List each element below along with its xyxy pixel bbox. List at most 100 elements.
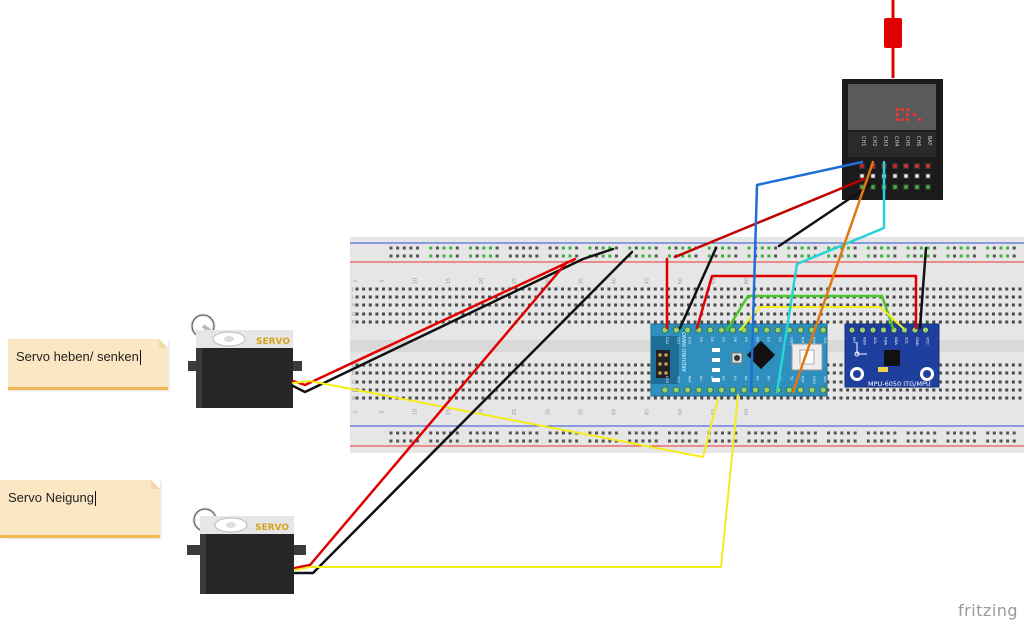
breadboard-hole [932, 396, 936, 400]
breadboard-hole [953, 431, 957, 435]
breadboard-hole [409, 254, 413, 258]
breadboard-hole [892, 287, 896, 291]
breadboard-hole [428, 380, 432, 384]
breadboard-hole [362, 312, 366, 316]
breadboard-hole [488, 320, 492, 324]
column-number: 35 [578, 278, 584, 284]
breadboard-hole [574, 380, 578, 384]
breadboard-hole [958, 380, 962, 384]
breadboard-hole [601, 246, 605, 250]
breadboard-hole [958, 287, 962, 291]
breadboard-hole [428, 312, 432, 316]
breadboard-hole [991, 371, 995, 375]
breadboard-hole [614, 380, 618, 384]
breadboard-hole [852, 303, 856, 307]
breadboard-hole [985, 396, 989, 400]
breadboard-hole [754, 431, 758, 435]
breadboard-hole [913, 431, 917, 435]
breadboard-hole [388, 295, 392, 299]
breadboard-hole [561, 312, 565, 316]
breadboard-hole [614, 246, 618, 250]
breadboard-hole [402, 439, 406, 443]
breadboard-hole [388, 371, 392, 375]
breadboard-hole [534, 396, 538, 400]
breadboard-hole [1006, 431, 1010, 435]
breadboard-hole [966, 431, 970, 435]
breadboard-hole [885, 295, 889, 299]
breadboard-hole [521, 396, 525, 400]
breadboard-hole [401, 303, 405, 307]
breadboard-hole [514, 388, 518, 392]
breadboard-hole [766, 287, 770, 291]
breadboard-hole [528, 254, 532, 258]
breadboard-hole [554, 371, 558, 375]
servo-lift: SERVO [188, 313, 302, 408]
breadboard-hole [925, 287, 929, 291]
note-servo-lift[interactable]: Servo heben/ senken [8, 339, 168, 390]
breadboard-hole [401, 380, 405, 384]
breadboard-hole [468, 287, 472, 291]
breadboard-hole [905, 388, 909, 392]
breadboard-hole [866, 388, 870, 392]
note-servo-tilt[interactable]: Servo Neigung [0, 480, 160, 538]
breadboard-hole [528, 439, 532, 443]
breadboard-hole [594, 303, 598, 307]
breadboard-hole [607, 380, 611, 384]
breadboard-hole [793, 246, 797, 250]
breadboard-hole [554, 388, 558, 392]
breadboard-hole [521, 320, 525, 324]
breadboard-hole [859, 303, 863, 307]
breadboard-hole [442, 431, 446, 435]
breadboard-hole [614, 371, 618, 375]
breadboard-hole [355, 363, 359, 367]
breadboard-hole [521, 388, 525, 392]
breadboard-hole [1012, 439, 1016, 443]
breadboard-hole [507, 388, 511, 392]
breadboard-hole [707, 246, 711, 250]
breadboard-hole [647, 312, 651, 316]
breadboard-hole [388, 312, 392, 316]
mpu-pin [869, 326, 877, 334]
arduino-pin [695, 386, 703, 394]
breadboard-hole [388, 287, 392, 291]
mpu-pin [848, 326, 856, 334]
breadboard-hole [667, 312, 671, 316]
breadboard-hole [866, 254, 870, 258]
breadboard-hole [899, 312, 903, 316]
breadboard-hole [985, 320, 989, 324]
breadboard-hole [720, 303, 724, 307]
breadboard-hole [442, 254, 446, 258]
breadboard-hole [435, 363, 439, 367]
breadboard-hole [872, 388, 876, 392]
breadboard-hole [793, 431, 797, 435]
breadboard-hole [793, 303, 797, 307]
breadboard-hole [555, 246, 559, 250]
breadboard-hole [620, 396, 624, 400]
breadboard-hole [600, 380, 604, 384]
breadboard-hole [587, 388, 591, 392]
breadboard-hole [872, 287, 876, 291]
breadboard-hole [985, 312, 989, 316]
breadboard-hole [388, 388, 392, 392]
breadboard-hole [515, 439, 519, 443]
breadboard-hole [561, 363, 565, 367]
breadboard-hole [681, 439, 685, 443]
mpu-pin-label: VCC [926, 337, 931, 345]
breadboard-hole [779, 312, 783, 316]
breadboard-hole [826, 371, 830, 375]
breadboard-hole [892, 295, 896, 299]
breadboard-hole [726, 303, 730, 307]
breadboard-hole [455, 439, 459, 443]
breadboard-hole [474, 388, 478, 392]
arduino-pin-label: D8 [710, 337, 714, 342]
breadboard-hole [429, 246, 433, 250]
breadboard-hole [1012, 246, 1016, 250]
breadboard-hole [886, 254, 890, 258]
breadboard-hole [1011, 287, 1015, 291]
note-fold-corner [159, 339, 168, 348]
breadboard-hole [827, 254, 831, 258]
receiver-channel-label: CH3 [882, 136, 888, 146]
breadboard-hole [654, 431, 658, 435]
breadboard-hole [853, 431, 857, 435]
breadboard-hole [945, 287, 949, 291]
